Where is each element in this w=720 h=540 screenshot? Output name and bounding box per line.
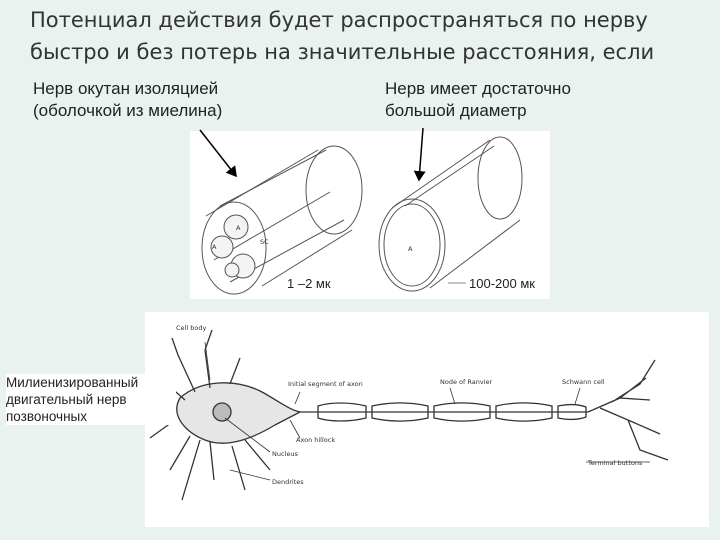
label-schwann-cell: Schwann cell <box>562 378 605 386</box>
label-axon-hillock: Axon hillock <box>296 436 335 444</box>
label-initial-segment: Initial segment of axon <box>288 380 363 388</box>
myelinated-motor-nerve-caption: Милиенизированный двигательный нерв позв… <box>6 374 176 425</box>
label-dendrites: Dendrites <box>272 478 304 486</box>
label-cell-body: Cell body <box>176 324 206 332</box>
label-node-of-ranvier: Node of Ranvier <box>440 378 492 386</box>
label-nucleus: Nucleus <box>272 450 298 458</box>
label-terminal-buttons: Terminal buttons <box>587 459 643 467</box>
